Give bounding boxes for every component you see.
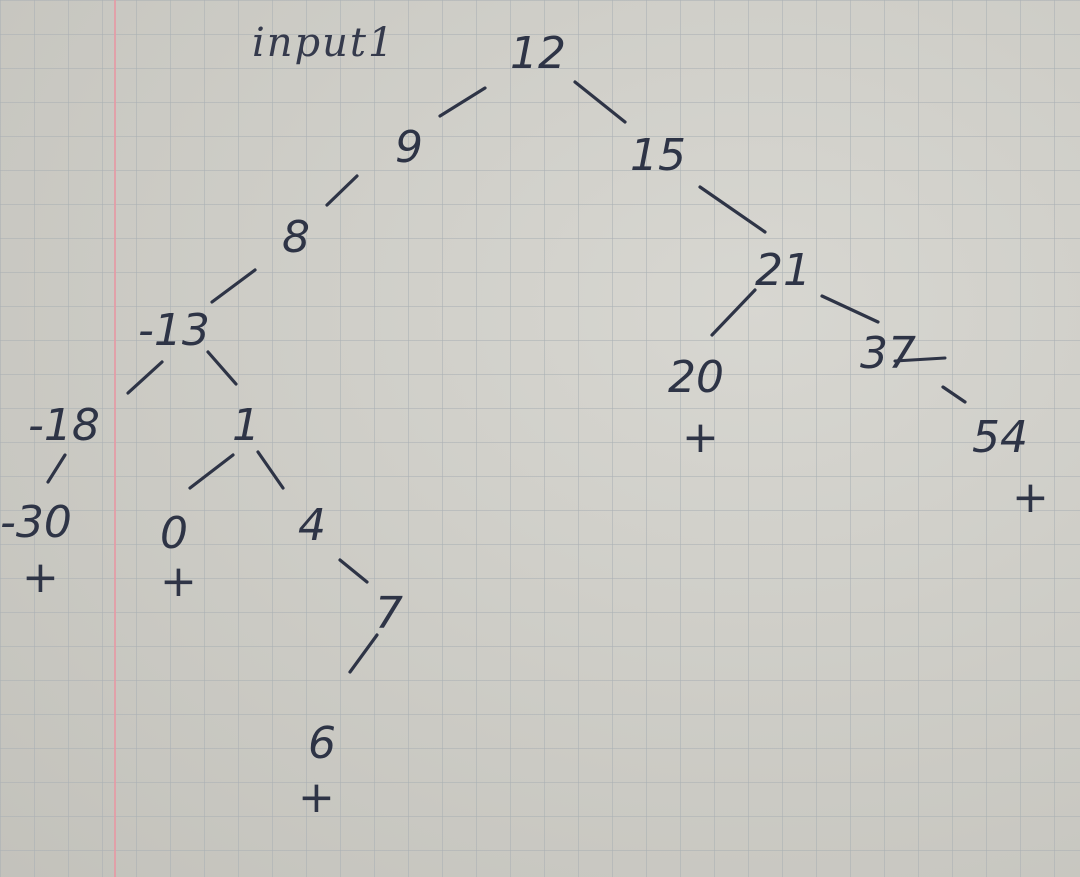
edge-1-0 xyxy=(188,453,235,490)
edge-4-7 xyxy=(338,558,369,584)
edge-12-9 xyxy=(438,86,487,118)
node-9: 9 xyxy=(395,122,423,173)
leaf-marker-minus-30: + xyxy=(22,552,59,603)
node-21: 21 xyxy=(755,245,811,296)
node-7: 7 xyxy=(375,588,403,639)
leaf-marker-54: + xyxy=(1012,472,1049,523)
leaf-marker-6: + xyxy=(298,772,335,823)
edge-8-m13 xyxy=(210,268,257,304)
tree-edges xyxy=(46,80,967,674)
leaf-marker-0: + xyxy=(160,556,197,607)
edge-21-20 xyxy=(710,288,757,337)
node-0: 0 xyxy=(160,508,188,559)
node-37: 37 xyxy=(860,328,916,379)
leaf-markers: + + + + + xyxy=(22,412,1049,823)
edge-15-21 xyxy=(698,185,767,234)
node-6: 6 xyxy=(308,718,336,769)
tree-nodes: 12 9 15 8 21 -13 20 37 -18 1 54 -30 0 4 … xyxy=(0,28,1028,769)
margin-line xyxy=(114,0,116,877)
edge-m13-1 xyxy=(206,350,238,386)
node-minus-18: -18 xyxy=(28,400,100,451)
node-minus-30: -30 xyxy=(0,497,72,548)
node-20: 20 xyxy=(668,352,724,403)
leaf-marker-20: + xyxy=(682,412,719,463)
edge-9-8 xyxy=(325,174,359,207)
node-54: 54 xyxy=(972,412,1028,463)
node-4: 4 xyxy=(298,500,326,551)
edge-m13-m18 xyxy=(126,360,164,395)
node-8: 8 xyxy=(282,212,310,263)
node-minus-13: -13 xyxy=(138,305,210,356)
edge-7-6 xyxy=(348,633,379,674)
edge-37-54 xyxy=(941,385,967,404)
strike-37 xyxy=(893,356,947,363)
diagram-title: input1 xyxy=(252,20,395,66)
edge-1-4 xyxy=(256,450,285,490)
node-15: 15 xyxy=(630,130,686,181)
node-1: 1 xyxy=(232,400,260,451)
node-12: 12 xyxy=(510,28,566,79)
edge-21-37 xyxy=(820,294,880,324)
edge-12-15 xyxy=(573,80,627,124)
edge-m18-m30 xyxy=(46,453,67,484)
